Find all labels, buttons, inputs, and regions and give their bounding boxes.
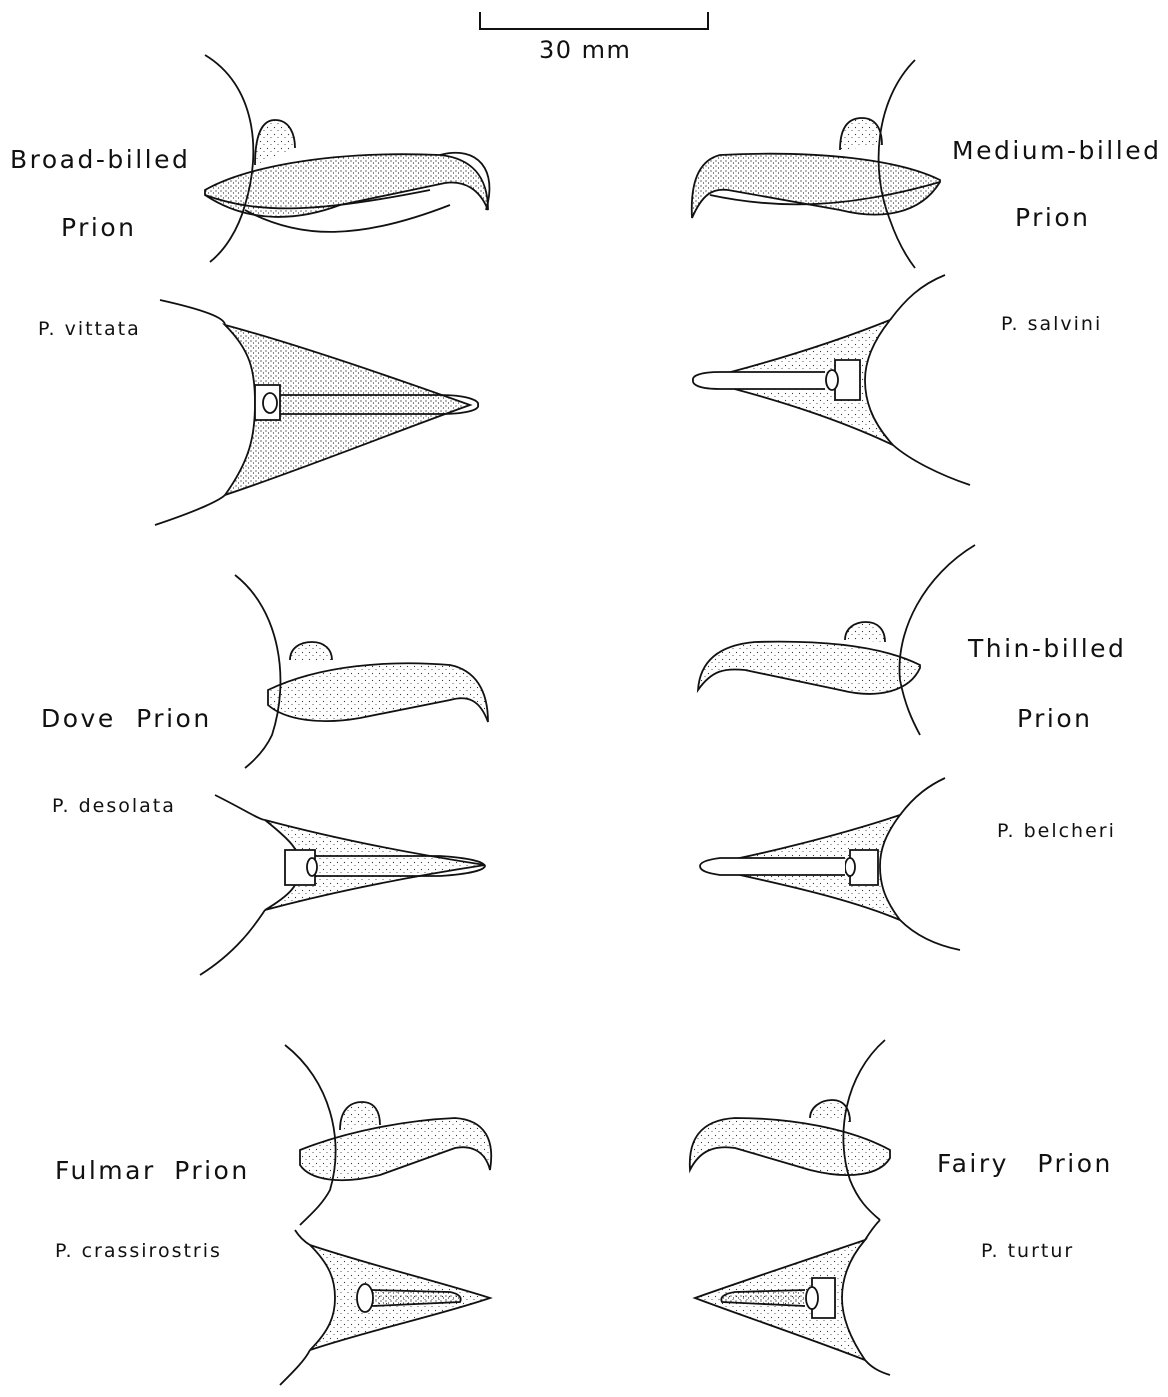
- thin-billed-common-name-line1: Thin-billed: [968, 634, 1126, 663]
- thin-billed-top-view: [700, 778, 960, 950]
- medium-billed-common-name-line1: Medium-billed: [952, 136, 1161, 165]
- medium-billed-common-name-line2: Prion: [1015, 203, 1091, 232]
- medium-billed-scientific-name: P. salvini: [1001, 313, 1102, 335]
- broad-billed-common-name-line1: Broad-billed: [10, 145, 190, 174]
- dove-prion-top-view: [200, 795, 485, 975]
- dove-prion-scientific-name: P. desolata: [52, 795, 176, 817]
- broad-billed-scientific-name: P. vittata: [38, 318, 141, 340]
- fairy-prion-side-view: [690, 1040, 890, 1220]
- medium-billed-side-view: [692, 60, 940, 268]
- fulmar-prion-side-view: [285, 1045, 491, 1225]
- fairy-prion-common-name: Fairy Prion: [937, 1149, 1113, 1178]
- dove-prion-side-view: [235, 575, 488, 768]
- thin-billed-scientific-name: P. belcheri: [997, 820, 1116, 842]
- medium-billed-top-view: [693, 275, 970, 485]
- fulmar-prion-top-view: [280, 1230, 490, 1385]
- broad-billed-top-view: [155, 300, 478, 525]
- fulmar-prion-scientific-name: P. crassirostris: [55, 1240, 222, 1262]
- fairy-prion-top-view: [695, 1220, 890, 1375]
- dove-prion-common-name: Dove Prion: [41, 704, 212, 733]
- fulmar-prion-common-name: Fulmar Prion: [55, 1156, 250, 1185]
- scale-bar: [480, 12, 708, 29]
- broad-billed-side-view: [205, 55, 489, 262]
- thin-billed-side-view: [698, 545, 975, 735]
- broad-billed-common-name-line2: Prion: [61, 213, 137, 242]
- scale-bar-label: 30 mm: [539, 36, 631, 64]
- thin-billed-common-name-line2: Prion: [1017, 704, 1093, 733]
- fairy-prion-scientific-name: P. turtur: [981, 1240, 1074, 1262]
